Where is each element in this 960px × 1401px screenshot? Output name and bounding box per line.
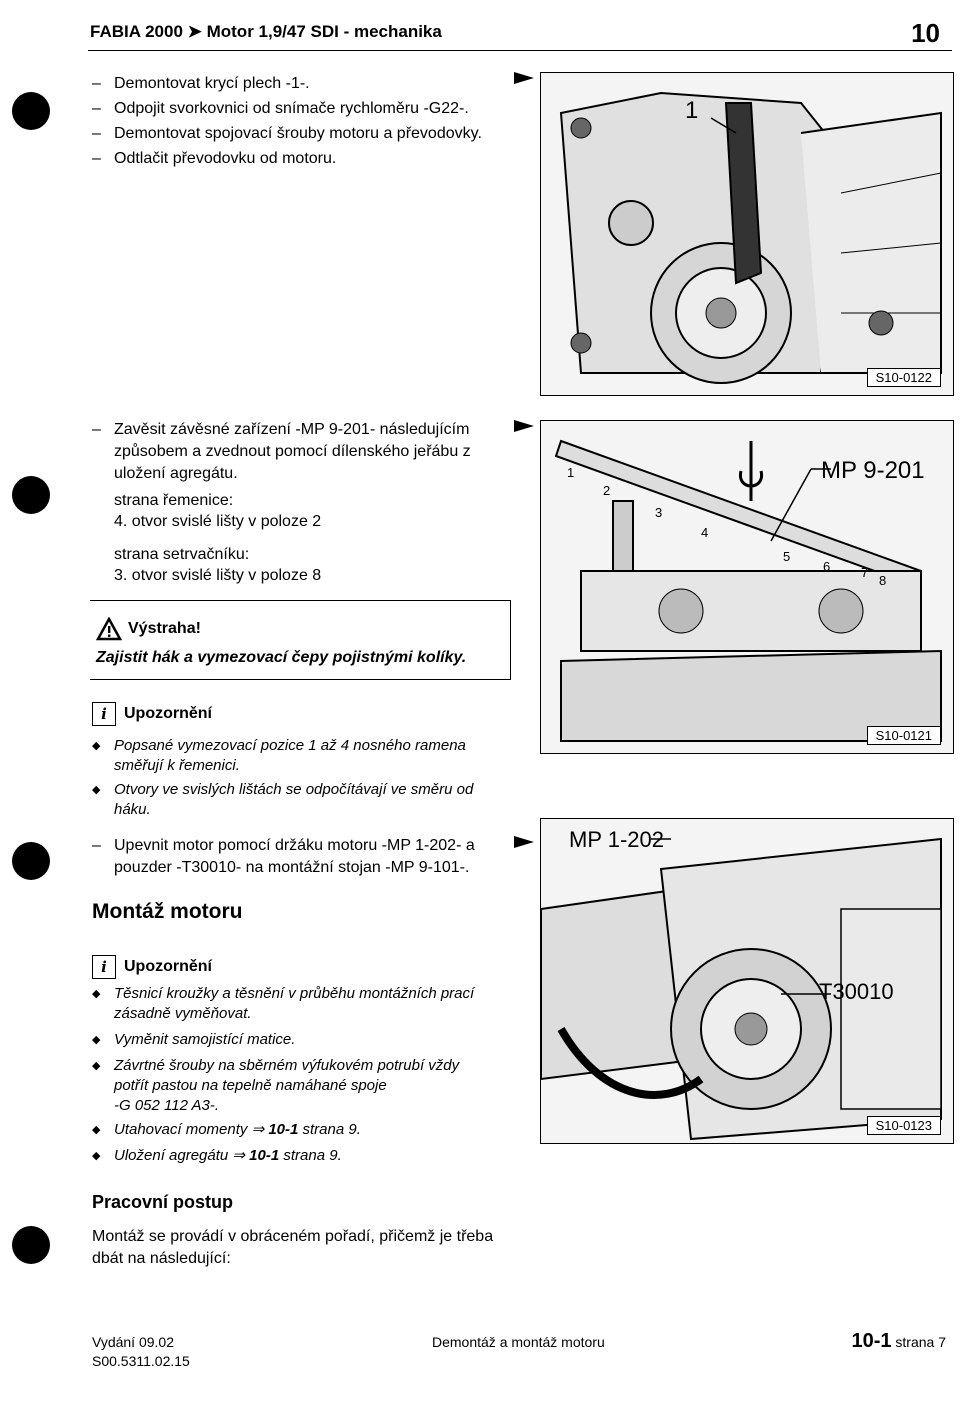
footer-edition: Vydání 09.02	[92, 1334, 174, 1350]
tool-label: MP 9-201	[821, 457, 925, 484]
position-number: 6	[823, 559, 831, 574]
engine-stand-illustration	[541, 819, 953, 1143]
page-group-number: 10	[911, 18, 940, 48]
assembly-heading: Montáž motoru	[92, 900, 243, 923]
note-bullet: ◆ Otvory ve svislých lištách se odpočítá…	[92, 781, 474, 818]
position-number: 5	[783, 549, 791, 564]
margin-dot	[12, 476, 50, 514]
side2-title: strana setrvačníku:	[114, 546, 250, 563]
warning-title: Výstraha!	[128, 620, 201, 637]
lifting-device-illustration	[541, 421, 953, 753]
position-number: 7	[861, 565, 869, 580]
warning-triangle-icon	[96, 617, 122, 641]
figure-pointer-arrow	[514, 72, 534, 84]
note-heading: Upozornění	[124, 958, 212, 975]
note-bullet: ◆ Závrtné šrouby na sběrném výfukovém po…	[92, 1057, 460, 1114]
procedure-text: Montáž se provádí v obráceném pořadí, př…	[92, 1228, 494, 1245]
note-heading: Upozornění	[124, 705, 212, 722]
warning-text: Zajistit hák a vymezovací čepy pojistným…	[96, 649, 467, 666]
footer-page: 10-1 strana 7	[851, 1330, 946, 1352]
figure-pointer-arrow	[514, 836, 534, 848]
position-number: 8	[879, 573, 887, 588]
side2-text: 3. otvor svislé lišty v poloze 8	[114, 567, 322, 584]
procedure-heading: Pracovní postup	[92, 1192, 234, 1212]
figure-lifting-device: MP 9-201 1 2 3 4 5 6 7 8 S10-0121	[540, 420, 954, 754]
position-number: 2	[603, 483, 611, 498]
margin-dot	[12, 92, 50, 130]
tool-label: T30010	[819, 979, 894, 1004]
side1-text: 4. otvor svislé lišty v poloze 2	[114, 513, 322, 530]
figure-pointer-arrow	[514, 420, 534, 432]
gearbox-illustration	[541, 73, 953, 395]
figure-code: S10-0123	[866, 1116, 941, 1135]
callout-number: 1	[685, 97, 699, 124]
mount-step: – Upevnit motor pomocí držáku motoru -MP…	[92, 837, 475, 876]
tool-label: MP 1-202	[569, 827, 664, 852]
reference-link[interactable]: ◆ Utahovací momenty ⇒ 10-1 strana 9.	[92, 1121, 361, 1138]
note-bullet: ◆ Popsané vymezovací pozice 1 až 4 nosné…	[92, 737, 466, 774]
position-number: 3	[655, 505, 663, 520]
position-number: 4	[701, 525, 709, 540]
side1-title: strana řemenice:	[114, 492, 234, 509]
figure-gearbox-cover: 1 S10-0122	[540, 72, 954, 396]
removal-steps: –Demontovat krycí plech -1-. –Odpojit sv…	[92, 75, 482, 167]
info-icon: i	[92, 702, 116, 726]
note-bullet: ◆ Vyměnit samojistící matice.	[92, 1031, 296, 1048]
info-icon: i	[92, 955, 116, 979]
figure-engine-stand: MP 1-202 T30010 S10-0123	[540, 818, 954, 1144]
note-bullet: ◆ Těsnicí kroužky a těsnění v průběhu mo…	[92, 985, 475, 1022]
header-rule	[88, 50, 952, 51]
margin-dot	[12, 1226, 50, 1264]
footer-title: Demontáž a montáž motoru	[432, 1334, 605, 1350]
margin-dot	[12, 842, 50, 880]
reference-link[interactable]: ◆ Uložení agregátu ⇒ 10-1 strana 9.	[92, 1147, 342, 1164]
figure-code: S10-0122	[866, 368, 941, 387]
lift-step: – Zavěsit závěsné zařízení -MP 9-201- ná…	[92, 421, 471, 482]
procedure-text: dbát na následující:	[92, 1250, 231, 1267]
position-number: 1	[567, 465, 575, 480]
figure-code: S10-0121	[866, 726, 941, 745]
footer-code: S00.5311.02.15	[92, 1353, 190, 1369]
warning-box: Výstraha! Zajistit hák a vymezovací čepy…	[90, 600, 511, 680]
page-header-title: FABIA 2000 ➤ Motor 1,9/47 SDI - mechanik…	[90, 22, 442, 41]
